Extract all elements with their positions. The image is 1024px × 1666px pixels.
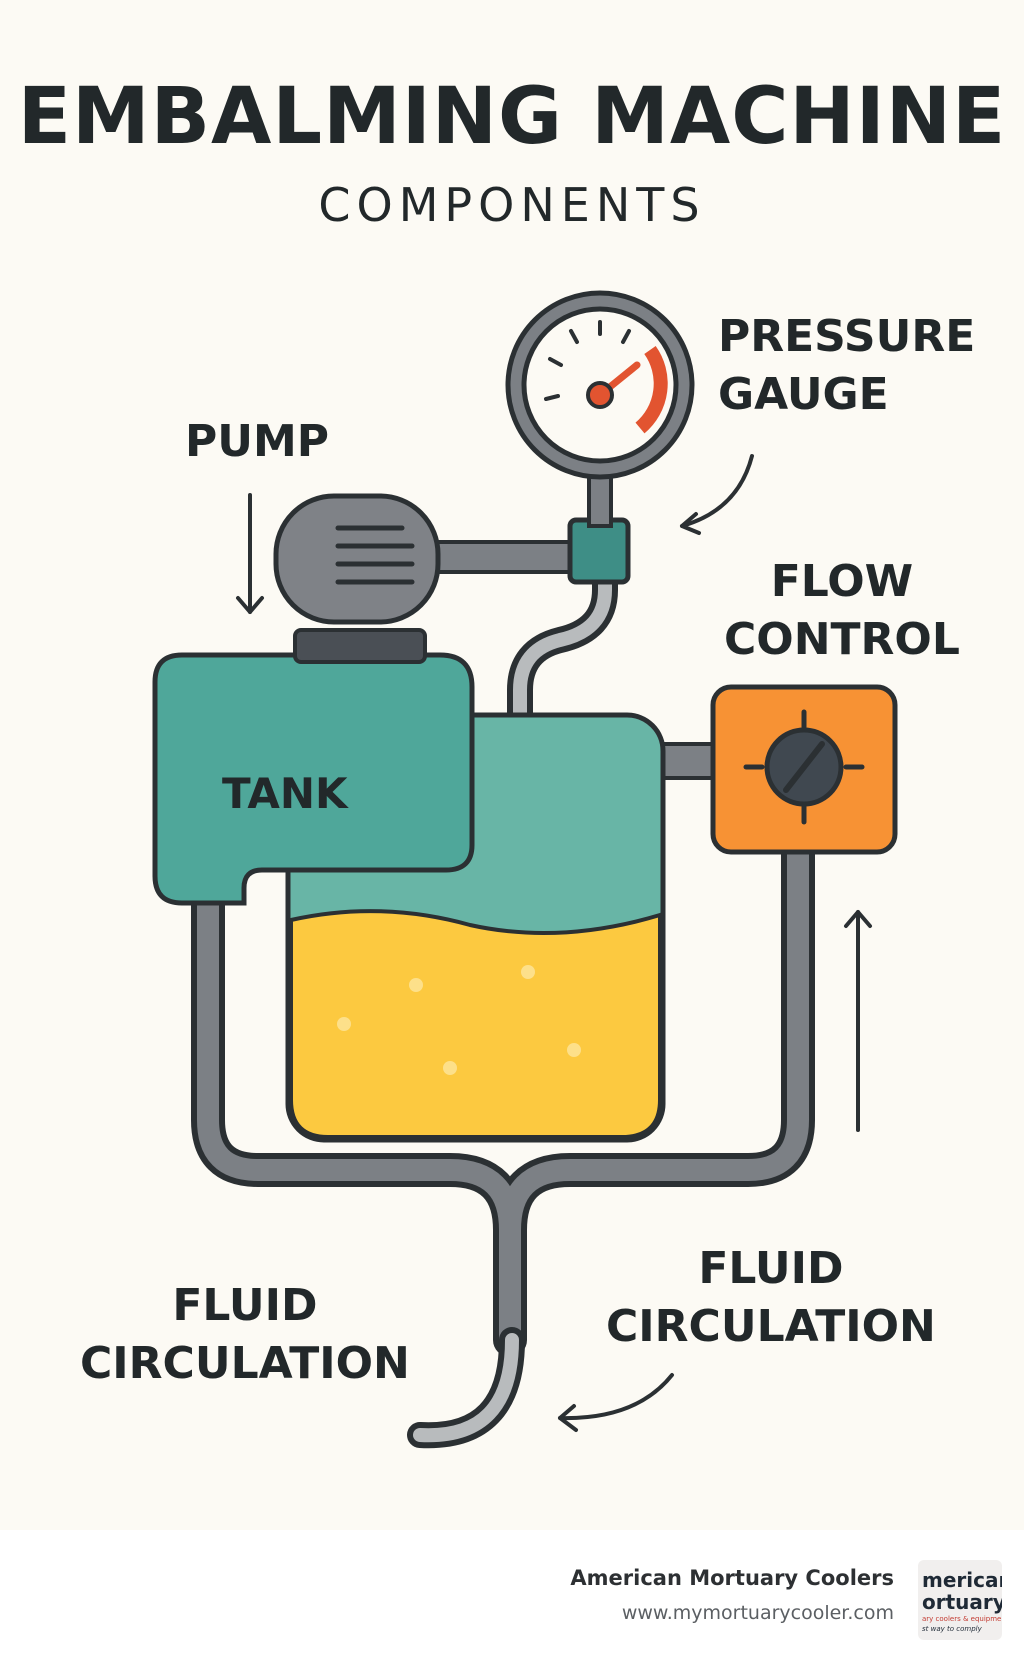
- flow-control-label: FLOW CONTROL: [724, 556, 960, 665]
- embalming-fluid: [289, 909, 662, 1139]
- logo-text: merican: [922, 1568, 1002, 1592]
- tank-body: [152, 652, 475, 906]
- logo-text: st way to comply: [922, 1625, 982, 1633]
- brand-logo: merican ortuary ary coolers & equipment …: [918, 1560, 1002, 1640]
- pump-arrow-icon: [236, 493, 264, 614]
- pressure-gauge-label: PRESSURE GAUGE: [718, 311, 976, 420]
- logo-text: ary coolers & equipment: [922, 1615, 1002, 1623]
- page-subtitle: COMPONENTS: [318, 178, 706, 232]
- gauge-arrow-icon: [680, 454, 754, 535]
- pressure-gauge-icon: [505, 290, 695, 480]
- pump-motor-icon: [273, 493, 441, 625]
- machine-diagram: [152, 290, 898, 1449]
- brand-url[interactable]: www.mymortuarycooler.com: [621, 1602, 894, 1624]
- pump-base: [293, 628, 427, 664]
- page-title: EMBALMING MACHINE: [17, 72, 1007, 162]
- gauge-coupling: [567, 517, 631, 585]
- flow-arrow-icon: [844, 910, 872, 1132]
- fluid-circulation-right-label: FLUID CIRCULATION: [606, 1243, 936, 1352]
- outlet-arrow-icon: [558, 1373, 674, 1432]
- brand-name: American Mortuary Coolers: [570, 1566, 894, 1590]
- footer: American Mortuary Coolers www.mymortuary…: [0, 1530, 1024, 1666]
- flow-control-knob-icon: [710, 684, 898, 855]
- fluid-circulation-left-label: FLUID CIRCULATION: [80, 1280, 410, 1389]
- tank-label: TANK: [222, 769, 348, 818]
- logo-text: ortuary: [922, 1590, 1002, 1614]
- pump-label: PUMP: [185, 416, 330, 467]
